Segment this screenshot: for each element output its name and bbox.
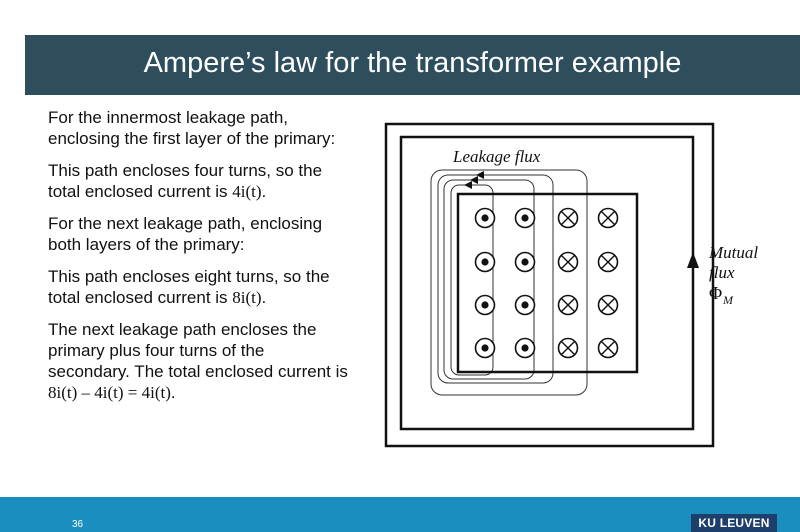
- phi-symbol: Φ: [709, 283, 722, 303]
- conductor-dot: [474, 251, 496, 273]
- equation-net-current: 8i(t) – 4i(t) = 4i(t): [48, 383, 171, 402]
- conductor-dot: [474, 294, 496, 316]
- conductor-cross: [597, 207, 619, 229]
- mutual-flux-arrow: [687, 252, 699, 300]
- mutual-flux-label-2: flux: [709, 263, 735, 282]
- core-inner-boundary: [399, 135, 695, 431]
- winding-window: [456, 192, 639, 374]
- conductor-dot: [474, 337, 496, 359]
- conductor-cross: [557, 251, 579, 273]
- conductor-grid: [474, 207, 619, 359]
- footer-bar: [0, 497, 800, 532]
- conductor-cross: [557, 337, 579, 359]
- leakage-path-3: [437, 174, 554, 384]
- leakage-path-2: [443, 179, 535, 380]
- leakage-flux-paths: [430, 169, 588, 396]
- conductor-cross: [557, 294, 579, 316]
- paragraph-1-text: For the innermost leakage path, enclosin…: [48, 108, 336, 148]
- paragraph-4-suffix: .: [261, 288, 267, 307]
- paragraph-1: For the innermost leakage path, enclosin…: [48, 107, 348, 149]
- conductor-cross: [597, 294, 619, 316]
- conductor-dot: [514, 294, 536, 316]
- transformer-diagram: Leakage flux Mutual flux Φ M: [384, 122, 758, 448]
- paragraph-5-text: The next leakage path encloses the prima…: [48, 320, 348, 381]
- conductor-cross: [597, 337, 619, 359]
- paragraph-4: This path encloses eight turns, so the t…: [48, 266, 348, 308]
- body-text: For the innermost leakage path, enclosin…: [48, 107, 348, 414]
- leakage-flux-label: Leakage flux: [452, 147, 541, 166]
- paragraph-5-suffix: .: [170, 383, 176, 402]
- paragraph-5: The next leakage path encloses the prima…: [48, 319, 348, 403]
- equation-4i: 4i(t): [232, 182, 262, 201]
- conductor-cross: [557, 207, 579, 229]
- conductor-cross: [597, 251, 619, 273]
- title-bar: Ampere’s law for the transformer example: [25, 35, 800, 95]
- conductor-dot: [514, 251, 536, 273]
- mutual-flux-label-1: Mutual: [708, 243, 758, 262]
- core-outer-boundary: [384, 122, 715, 448]
- conductor-dot: [474, 207, 496, 229]
- equation-8i: 8i(t): [232, 288, 262, 307]
- paragraph-2-text: This path encloses four turns, so the to…: [48, 161, 323, 201]
- paragraph-2-suffix: .: [261, 182, 267, 201]
- conductor-dot: [514, 337, 536, 359]
- slide-title: Ampere’s law for the transformer example: [143, 47, 682, 79]
- page-number: 36: [72, 519, 84, 530]
- ku-leuven-logo: KU LEUVEN: [691, 514, 777, 532]
- paragraph-3: For the next leakage path, enclosing bot…: [48, 213, 348, 255]
- leakage-arrowheads: [464, 171, 484, 189]
- leakage-path-4: [430, 169, 588, 396]
- paragraph-2: This path encloses four turns, so the to…: [48, 160, 348, 202]
- conductor-dot: [514, 207, 536, 229]
- paragraph-3-text: For the next leakage path, enclosing bot…: [48, 214, 323, 254]
- paragraph-4-text: This path encloses eight turns, so the t…: [48, 267, 330, 307]
- phi-subscript: M: [722, 293, 734, 307]
